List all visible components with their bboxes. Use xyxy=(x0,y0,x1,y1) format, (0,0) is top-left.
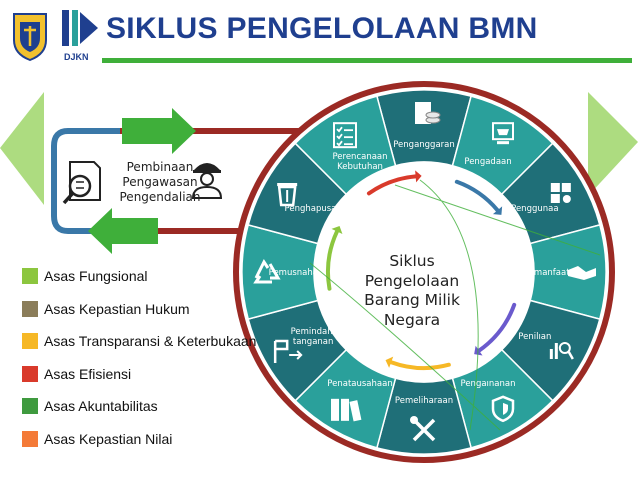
arrowhead-icon xyxy=(331,225,343,234)
legend-item: Asas Efisiensi xyxy=(22,364,131,384)
document-magnifier-icon xyxy=(62,161,101,205)
center-line-1: Siklus xyxy=(389,252,435,270)
supervisor-icon xyxy=(191,163,223,199)
legend-label: Asas Fungsional xyxy=(44,268,148,284)
shield-icon xyxy=(491,395,515,423)
center-line-3: Barang Milik xyxy=(364,291,460,309)
logo-text: DJKN xyxy=(64,52,89,62)
pembinaan-label: Pembinaan Pengawasan Pengendalian xyxy=(112,160,208,205)
forward-arrow-icon xyxy=(122,108,196,154)
legend-swatch xyxy=(22,398,38,414)
segment-label: Kebutuhan xyxy=(337,162,383,172)
right-decor-arrow-icon xyxy=(588,92,638,196)
legend-label: Asas Transparansi & Keterbukaan xyxy=(44,333,257,349)
header-graphics xyxy=(13,10,632,63)
backward-arrow-icon xyxy=(88,208,158,254)
legend-swatch xyxy=(22,333,38,349)
segment-label: Penilıan xyxy=(518,332,551,342)
legend-swatch xyxy=(22,430,38,447)
kemenkeu-emblem-icon xyxy=(13,13,47,62)
segment-label: Pemeliharaan xyxy=(395,396,453,406)
inner-cycle-arrows xyxy=(326,170,517,370)
legend-label: Asas Kepastian Nilai xyxy=(44,430,173,447)
legend-swatch xyxy=(22,365,38,382)
handshake-icon xyxy=(568,266,596,280)
checklist-icon xyxy=(333,122,357,149)
recycle-icon xyxy=(253,259,281,284)
arrowhead-icon xyxy=(492,206,503,215)
pengawasan-line: Pengawasan xyxy=(122,175,198,189)
page-title: SIKLUS PENGELOLAAN BMN xyxy=(106,12,538,45)
legend-item: Asas Akuntabilitas xyxy=(22,396,158,416)
document-coins-icon xyxy=(415,102,441,124)
legend-label: Asas Akuntabilitas xyxy=(44,398,158,414)
arrowhead-icon xyxy=(385,356,394,368)
djkn-logo-icon xyxy=(62,10,98,46)
cycle-arrow xyxy=(477,302,517,353)
segment-label: Penganggaran xyxy=(393,140,455,150)
transfer-icon xyxy=(273,339,303,363)
tools-icon xyxy=(410,416,436,442)
cycle-arrow xyxy=(366,174,418,196)
legend-label: Asas Efisiensi xyxy=(44,365,132,382)
title-underline xyxy=(102,58,632,63)
segment-label: Penghapusan xyxy=(285,204,342,214)
center-label: Siklus Pengelolaan Barang Milik Negara xyxy=(352,252,472,330)
segment-label: Pemanfaatan xyxy=(524,268,580,278)
segment-penganggaran: Penganggaran xyxy=(375,89,473,167)
cycle-arrow xyxy=(389,360,451,370)
segment-label: Pengaınanan xyxy=(461,379,516,389)
legend-swatch xyxy=(22,300,38,317)
binders-icon xyxy=(331,398,362,422)
center-line-2: Pengelolaan xyxy=(364,271,460,290)
left-decor-arrow-icon xyxy=(0,92,44,205)
decorative-lines xyxy=(309,179,601,431)
segment-label: Pemusnahan xyxy=(269,268,324,278)
center-line-4: Negara xyxy=(383,310,441,329)
segment-label: tanganan xyxy=(293,337,334,347)
arrowhead-icon xyxy=(415,170,422,183)
legend-item: Asas Kepastian Nilai xyxy=(22,429,172,449)
inner-disk xyxy=(314,162,534,382)
chart-magnifier-icon xyxy=(549,342,574,360)
legend-item: Asas Transparansi & Keterbukaan xyxy=(22,331,256,351)
trash-icon xyxy=(277,183,298,207)
legend-swatch xyxy=(22,268,38,284)
legend-item: Asas Fungsional xyxy=(22,266,148,286)
cycle-arrow xyxy=(454,179,500,213)
feedback-loop-line xyxy=(51,128,120,234)
pembinaan-line: Pembinaan xyxy=(126,160,194,174)
segment-label: Pemindah- xyxy=(291,327,336,337)
segment-label: Pengadaan xyxy=(464,157,511,167)
segment-label: Penggunaa xyxy=(511,204,558,214)
cart-monitor-icon xyxy=(492,122,514,145)
segment-label: Penatausahaan xyxy=(327,379,392,389)
pengendalian-line: Pengendalian xyxy=(119,190,201,204)
cycle-segments: PenganggaranPengadaanPenggunaaPemanfaata… xyxy=(241,89,607,455)
segment-label: Perencanaan xyxy=(332,152,387,162)
cycle-arrow xyxy=(326,229,339,291)
header: SIKLUS PENGELOLAAN BMN DJKN xyxy=(0,0,638,68)
puzzle-icon xyxy=(550,183,571,203)
legend-item: Asas Kepastian Hukum xyxy=(22,299,190,319)
legend-label: Asas Kepastian Hukum xyxy=(44,300,190,317)
